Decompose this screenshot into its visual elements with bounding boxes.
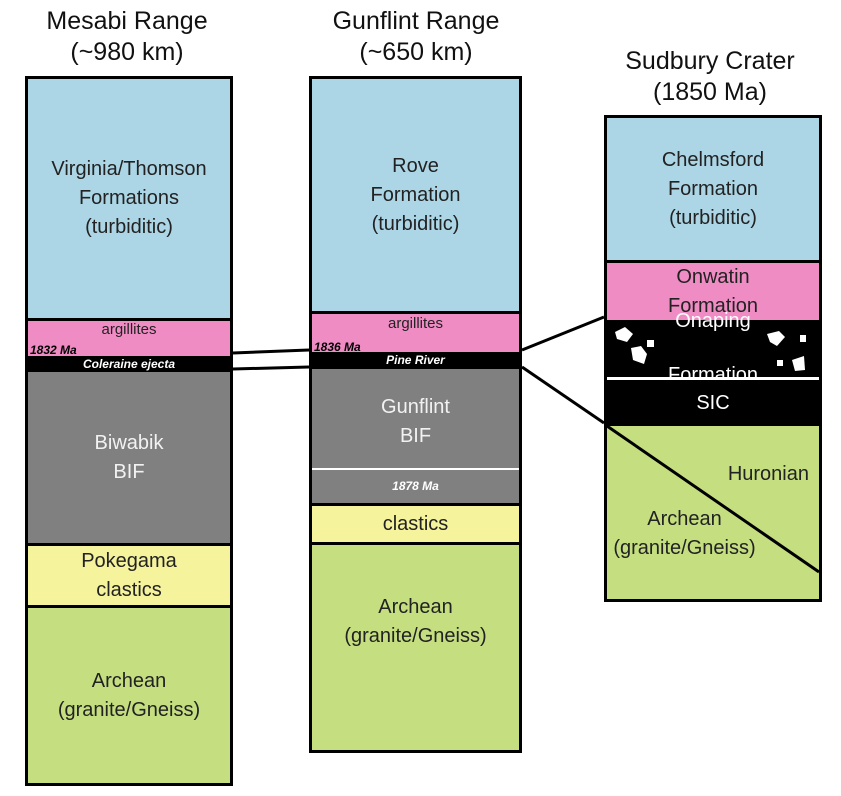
gunflint-age-label: 1836 Ma: [314, 340, 361, 354]
mesabi-ejecta-layer: Coleraine ejecta: [28, 356, 230, 372]
sudbury-column: Chelmsford Formation (turbiditic) Onwati…: [604, 115, 822, 602]
ejecta-bottom-connector-left: [232, 365, 310, 371]
sudbury-sic-label: SIC: [696, 391, 730, 414]
mesabi-clastics-layer: Pokegama clastics: [28, 546, 230, 608]
mesabi-archean-label: Archean (granite/Gneiss): [57, 669, 201, 721]
gunflint-archean-label: Archean (granite/Gneiss): [344, 596, 487, 647]
gunflint-archean-layer: Archean (granite/Gneiss): [312, 545, 519, 750]
gunflint-title: Gunflint Range (~650 km): [311, 6, 521, 68]
gunflint-bif-divider: [312, 468, 519, 470]
gunflint-pine-river-layer: Pine River: [312, 352, 519, 369]
mesabi-argillites-layer: argillites 1832 Ma: [28, 321, 230, 357]
sudbury-white-divider: [607, 377, 819, 380]
mesabi-title-distance: (~980 km): [70, 38, 184, 66]
gunflint-bif-layer: Gunflint BIF 1878 Ma: [312, 369, 519, 506]
sudbury-onaping-label-line1: Onaping: [675, 310, 751, 332]
gunflint-turbiditic-label: Rove Formation (turbiditic): [370, 154, 461, 235]
sudbury-contact-line: [607, 426, 819, 574]
sudbury-sic-layer: SIC: [607, 380, 819, 426]
sudbury-turbiditic-label: Chelmsford Formation (turbiditic): [661, 148, 765, 229]
gunflint-clastics-label: clastics: [382, 512, 449, 535]
sudbury-turbiditic-layer: Chelmsford Formation (turbiditic): [607, 118, 819, 263]
mesabi-bif-label: Biwabik BIF: [94, 431, 164, 483]
ejecta-top-connector-left: [232, 348, 310, 355]
mesabi-ejecta-label: Coleraine ejecta: [82, 357, 176, 371]
mesabi-title-name: Mesabi Range: [46, 7, 208, 35]
sudbury-onwatin-layer: Onwatin Formation: [607, 263, 819, 320]
gunflint-title-distance: (~650 km): [359, 38, 473, 66]
sudbury-title-name: Sudbury Crater: [625, 47, 795, 75]
gunflint-argillites-layer: argillites 1836 Ma: [312, 314, 519, 354]
gunflint-argillites-label: argillites: [387, 315, 444, 332]
sudbury-huronian-label: Huronian: [727, 463, 809, 485]
gunflint-pine-river-label: Pine River: [386, 353, 445, 367]
mesabi-turbiditic-label: Virginia/Thomson Formations (turbiditic): [51, 158, 207, 238]
gunflint-bif-label: Gunflint BIF: [381, 396, 450, 447]
mesabi-column: Virginia/Thomson Formations (turbiditic)…: [25, 76, 233, 786]
mesabi-title: Mesabi Range (~980 km): [27, 6, 227, 68]
sudbury-onwatin-label: Onwatin Formation: [667, 265, 759, 317]
gunflint-bif-age-label: 1878 Ma: [392, 479, 439, 493]
sudbury-basement-layer: Huronian Archean (granite/Gneiss): [607, 426, 819, 599]
sudbury-title-age: (1850 Ma): [653, 78, 767, 106]
sudbury-title: Sudbury Crater (1850 Ma): [605, 46, 815, 108]
gunflint-column: Rove Formation (turbiditic) argillites 1…: [309, 76, 522, 753]
sudbury-archean-label: Archean (granite/Gneiss): [613, 508, 756, 559]
mesabi-clastics-label: Pokegama clastics: [81, 549, 177, 601]
sudbury-onaping-fragments-icon: [615, 327, 806, 371]
mesabi-argillites-label: argillites: [101, 321, 157, 338]
mesabi-age-label: 1832 Ma: [30, 343, 77, 357]
gunflint-turbiditic-layer: Rove Formation (turbiditic): [312, 79, 519, 314]
gunflint-title-name: Gunflint Range: [332, 7, 500, 35]
gunflint-clastics-layer: clastics: [312, 506, 519, 545]
ejecta-top-connector-right: [521, 315, 605, 352]
mesabi-bif-layer: Biwabik BIF: [28, 372, 230, 546]
ejecta-bottom-connector-right: [521, 365, 605, 425]
sudbury-onaping-layer: Onaping Formation: [607, 310, 819, 386]
mesabi-archean-layer: Archean (granite/Gneiss): [28, 608, 230, 783]
mesabi-turbiditic-layer: Virginia/Thomson Formations (turbiditic): [28, 79, 230, 321]
